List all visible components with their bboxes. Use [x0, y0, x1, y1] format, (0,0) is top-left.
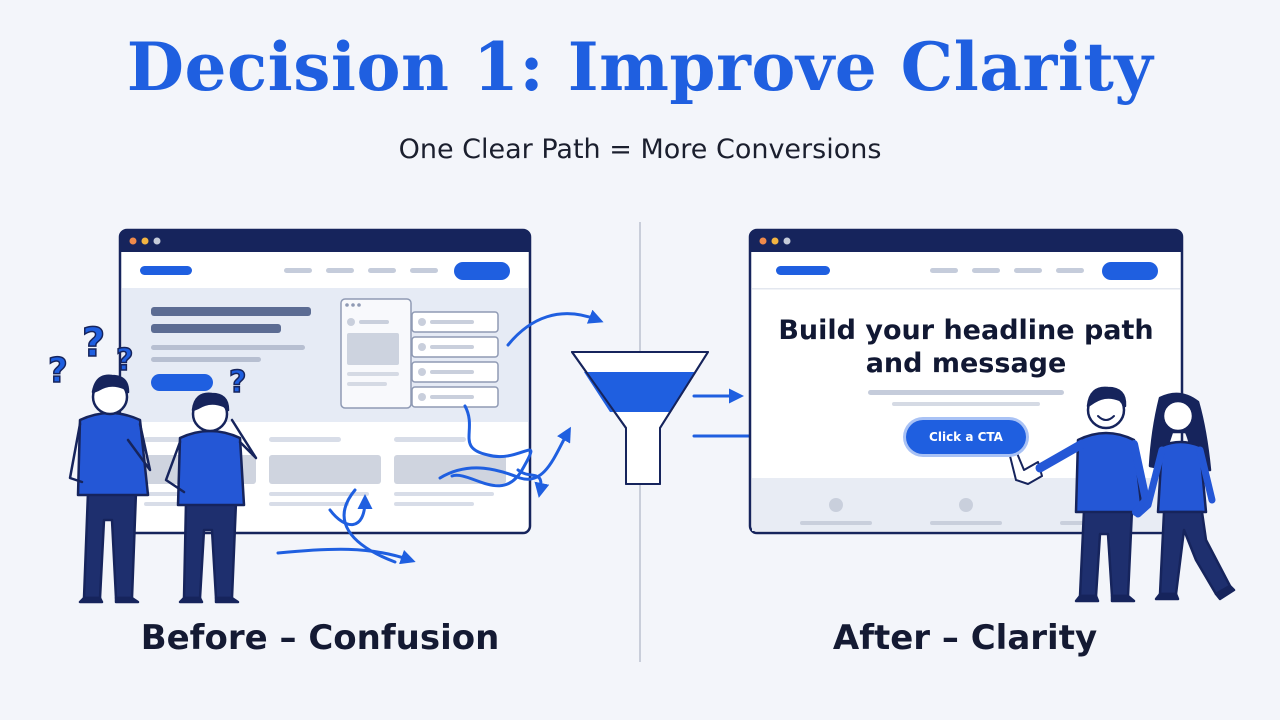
svg-text:?: ? — [229, 365, 246, 400]
svg-text:?: ? — [48, 351, 68, 391]
window-dot-icon — [771, 237, 779, 245]
window-dot-icon — [153, 237, 161, 245]
confused-person-icon — [164, 392, 258, 604]
after-browser-window — [748, 228, 1184, 535]
page-subtitle: One Clear Path = More Conversions — [398, 134, 882, 165]
after-headline: Build your headline path and message — [778, 315, 1154, 379]
svg-text:?: ? — [116, 343, 133, 378]
funnel-icon — [571, 351, 709, 485]
window-dot-icon — [141, 237, 149, 245]
question-mark-icons: ? ? ? ? — [47, 319, 247, 401]
confusing-arrows — [276, 309, 604, 565]
confused-person-icon — [68, 374, 152, 604]
window-dot-icon — [129, 237, 137, 245]
svg-text:?: ? — [82, 320, 105, 366]
after-caption: After – Clarity — [832, 618, 1098, 658]
before-caption: Before – Confusion — [140, 618, 500, 658]
happy-person-icon — [1134, 392, 1236, 601]
cta-button[interactable]: Click a CTA — [906, 420, 1026, 454]
page-title: Decision 1: Improve Clarity — [126, 28, 1154, 106]
window-dot-icon — [759, 237, 767, 245]
window-dot-icon — [783, 237, 791, 245]
